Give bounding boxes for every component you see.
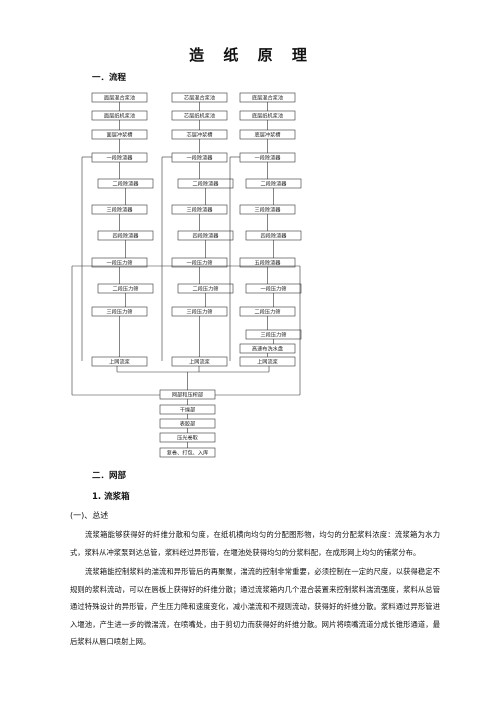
node-left-6-label: 四段除渣器 [113, 231, 140, 239]
node-left-4-label: 二段除渣器 [113, 179, 140, 187]
subsubsection-heading-overview: (一)、总述 [70, 511, 109, 520]
node-mid-10 [171, 356, 228, 367]
node-left-1-label: 面层纸机浆池 [104, 111, 135, 119]
node-mid-5-label: 三段除渣器 [187, 205, 214, 213]
node-mid-10-label: 上网流浆 [189, 357, 210, 365]
node-bottom-4-label: 复卷、打包、入库 [167, 448, 209, 456]
node-bottom-0-label: 网部和压榨部 [172, 390, 203, 398]
node-right-5-label: 三段除渣器 [255, 205, 282, 213]
node-mid-4-label: 二段除渣器 [193, 179, 220, 187]
node-left-10 [91, 356, 148, 367]
node-left-7-label: 一段压力筛 [107, 258, 133, 266]
subsection-heading-headbox: 1. 流浆箱 [92, 492, 130, 502]
node-mid-1-label: 芯层纸机浆池 [184, 111, 215, 119]
node-left-5-label: 三段除渣器 [107, 205, 134, 213]
node-mid-2-label: 芯层冲浆槽 [187, 130, 213, 138]
node-right-2-label: 底层冲浆槽 [255, 130, 281, 138]
node-mid-3-label: 一段除渣器 [187, 153, 214, 161]
node-mid-6-label: 四段除渣器 [193, 231, 220, 239]
node-left-0-label: 面层混合浆池 [104, 93, 135, 101]
node-bottom-2-label: 表胶部 [180, 419, 196, 427]
section-heading-wire: 二．网部 [92, 471, 127, 481]
node-right-11-label: 高速布洗水盘 [252, 344, 283, 352]
node-left-9-label: 三段压力筛 [107, 307, 133, 315]
node-right-1-label: 底层纸机浆池 [252, 111, 283, 119]
section-heading-process: 一．流程 [92, 73, 127, 83]
node-right-0-label: 底层混合浆池 [252, 93, 283, 101]
node-right-7-label: 五段除渣器 [255, 258, 282, 266]
node-mid-7-label: 一段压力筛 [187, 258, 213, 266]
node-left-10-label: 上网流浆 [109, 357, 130, 365]
node-bottom-1-label: 干燥部 [180, 405, 196, 413]
node-right-8-label: 一段压力筛 [261, 284, 287, 292]
node-left-3-label: 一段除渣器 [107, 153, 134, 161]
node-left-8-label: 二段压力筛 [113, 284, 139, 292]
page-title: 造 纸 原 理 [189, 46, 314, 64]
node-right-6-label: 四段除渣器 [261, 231, 288, 239]
process-flowchart: 面层混合浆池面层纸机浆池面层冲浆槽一段除渣器二段除渣器三段除渣器四段除渣器一段压… [71, 92, 302, 458]
node-mid-9-label: 三段压力筛 [187, 307, 213, 315]
node-right-4-label: 二段除渣器 [261, 179, 288, 187]
node-right-3-label: 一段除渣器 [255, 153, 282, 161]
node-mid-8-label: 二段压力筛 [193, 284, 219, 292]
paragraph-2: 流浆箱能控制浆料的湍流和异形管后的再聚聚，湍流的控制非常重要，必须控制在一定的尺… [70, 567, 440, 647]
node-bottom-4 [159, 447, 216, 458]
paragraph-1: 流浆箱能够获得好的纤维分散和匀度，在纸机横向均匀的分配图形物，均匀的分配浆料浓度… [70, 530, 440, 557]
node-bottom-3-label: 压光卷取 [177, 433, 199, 441]
node-right-10-label: 三段压力筛 [261, 330, 287, 338]
node-right-12-label: 上网流浆 [257, 357, 278, 365]
node-right-12 [239, 356, 296, 367]
node-mid-0-label: 芯层混合浆池 [184, 93, 215, 101]
node-left-2-label: 面层冲浆槽 [107, 130, 133, 138]
node-right-9-label: 二段压力筛 [255, 307, 281, 315]
